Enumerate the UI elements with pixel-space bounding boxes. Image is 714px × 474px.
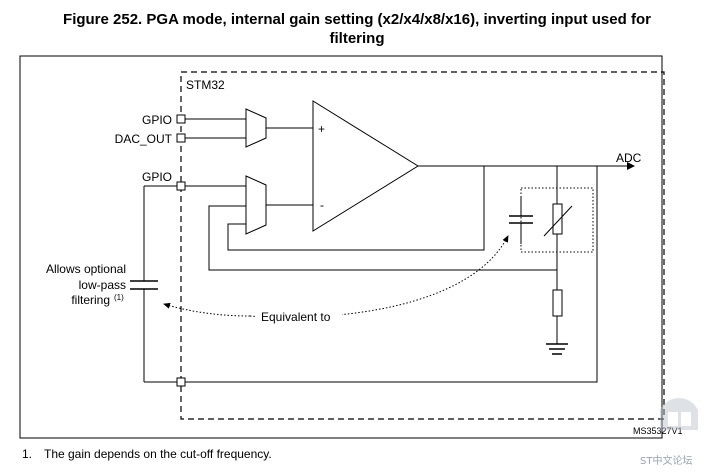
- dac-out-label: DAC_OUT: [115, 132, 173, 146]
- minus-sign: -: [320, 198, 324, 212]
- dac-out-pin: [176, 133, 186, 143]
- optional-line-3: filtering: [71, 293, 110, 307]
- gpio-mid-label: GPIO: [142, 170, 172, 184]
- gpio-top-label: GPIO: [142, 113, 172, 127]
- wire-bottom-internal: [185, 166, 598, 383]
- wire-divider-tap: [208, 166, 558, 271]
- footnote: 1. The gain depends on the cut-off freque…: [22, 447, 272, 461]
- bottom-resistor: [552, 289, 563, 317]
- optional-footnote-ref: (1): [114, 293, 124, 302]
- gpio-mid-pin: [176, 181, 186, 191]
- ground-pin: [176, 377, 186, 387]
- op-amp: [312, 100, 419, 232]
- wire-feedback-loop: [227, 166, 485, 251]
- stm32-boundary: [180, 71, 665, 420]
- footnote-number: 1.: [22, 447, 33, 461]
- watermark: ST中文论坛: [640, 456, 693, 467]
- equivalent-box: [520, 187, 594, 253]
- mux-inverting: [245, 175, 267, 235]
- equivalent-label: Equivalent to: [261, 310, 331, 324]
- gpio-top-pin: [176, 114, 186, 124]
- variable-resistor: [552, 203, 563, 235]
- equivalent-arrow: [249, 235, 509, 318]
- outer-frame: [19, 55, 663, 439]
- equivalent-label-bg: [256, 308, 342, 324]
- optional-line-2: low-pass: [79, 278, 126, 292]
- optional-line-1: Allows optional: [46, 262, 126, 276]
- adc-label: ADC: [616, 151, 642, 165]
- plus-sign: +: [318, 122, 325, 136]
- figure-code: MS35327V1: [633, 426, 683, 436]
- figure-title: Figure 252. PGA mode, internal gain sett…: [0, 10, 714, 48]
- equivalent-arrow-left: [163, 302, 251, 317]
- mux-noninverting: [245, 108, 267, 148]
- variable-resistor-arrow: [543, 205, 573, 237]
- footnote-text: The gain depends on the cut-off frequenc…: [44, 447, 272, 461]
- figure-title-line-2: filtering: [329, 30, 385, 47]
- figure-title-line-1: Figure 252. PGA mode, internal gain sett…: [63, 11, 651, 28]
- stm32-label: STM32: [186, 78, 225, 92]
- watermark-logo-icon: [660, 398, 698, 430]
